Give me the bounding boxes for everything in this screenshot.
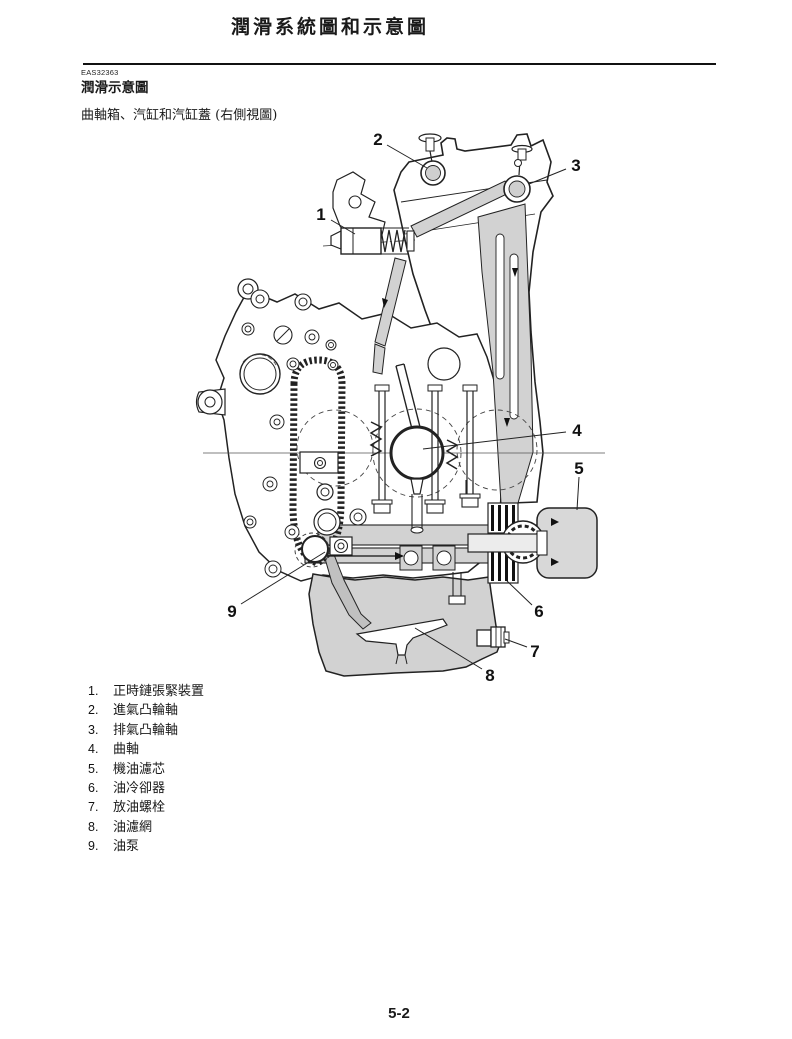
callout-number-6: 6 (534, 602, 543, 621)
callout-layer: 1 2 3 4 5 6 7 8 9 (227, 130, 583, 685)
callout-leader-8 (414, 627, 483, 670)
figure-caption: 曲軸箱、汽缸和汽缸蓋 (右側視圖) (81, 108, 278, 123)
legend-item-number: 1. (88, 684, 99, 698)
oil-drain-bolt-part (476, 626, 510, 648)
chain-tensioner-part (322, 171, 416, 255)
legend-item: 6. 油冷卻器 (88, 779, 428, 798)
legend-item-number: 5. (88, 761, 99, 776)
oil-cooler-part (487, 502, 519, 584)
section-heading: 潤滑示意圖 (81, 80, 149, 96)
legend-item-number: 9. (88, 839, 99, 854)
legend-item-label: 油冷卻器 (113, 780, 166, 796)
oil-strainer-part (355, 618, 448, 656)
cylinder-head-parts (322, 133, 533, 255)
callout-leader-9 (240, 551, 326, 605)
legend-item: 8. 油濾網 (88, 818, 428, 837)
legend-item-number: 4. (88, 742, 99, 757)
callout-leader-6 (506, 580, 533, 606)
legend-item-number: 7. (88, 800, 99, 815)
oil-passages (372, 180, 534, 504)
timing-chain-part (289, 356, 346, 567)
oil-cooler-and-filter (465, 480, 598, 584)
legend-item: 9. 油泵 (88, 837, 428, 856)
crankshaft-area (203, 347, 605, 534)
page-number: 5-2 (388, 1005, 410, 1022)
header-rule (83, 63, 716, 65)
callout-number-3: 3 (571, 156, 580, 175)
legend-item: 5. 機油濾芯 (88, 760, 428, 779)
page-title: 潤滑系統圖和示意圖 (230, 16, 429, 38)
legend-item-label: 機油濾芯 (113, 761, 166, 777)
exhaust-camshaft-part (503, 175, 531, 203)
legend-item-label: 進氣凸輪軸 (113, 703, 179, 719)
callout-leader-1 (330, 219, 356, 235)
callout-number-2: 2 (373, 130, 382, 149)
legend-item: 3. 排氣凸輪軸 (88, 721, 428, 740)
legend-item-label: 排氣凸輪軸 (113, 722, 179, 738)
engine-lubrication-diagram: 1 2 3 4 5 6 7 8 9 (185, 122, 615, 697)
callout-number-4: 4 (572, 421, 582, 440)
engine-diagram-svg: 1 2 3 4 5 6 7 8 9 (195, 130, 605, 685)
cylinder-studs (371, 384, 481, 514)
callout-number-7: 7 (530, 642, 539, 661)
callout-leader-7 (504, 638, 528, 648)
oil-pump-part (294, 532, 353, 568)
crankcase-bolts (197, 278, 367, 578)
callout-number-8: 8 (485, 666, 494, 685)
callout-leader-3 (528, 168, 567, 185)
legend-item: 2. 進氣凸輪軸 (88, 701, 428, 720)
oil-sump-and-galleries (304, 524, 559, 677)
legend-item: 4. 曲軸 (88, 740, 428, 759)
figure-legend: 1. 正時鏈張緊裝置 2. 進氣凸輪軸 3. 排氣凸輪軸 4. 曲軸 5. 機油濾芯 6. 油冷卻器 7… (88, 682, 428, 857)
legend-item: 1. 正時鏈張緊裝置 (88, 682, 428, 701)
legend-item-number: 2. (88, 703, 99, 718)
legend-item-label: 正時鏈張緊裝置 (113, 684, 205, 699)
section-code: EAS32363 (81, 68, 119, 77)
legend-item-number: 8. (88, 819, 99, 834)
legend-item-number: 3. (88, 722, 99, 737)
callout-leader-2 (386, 144, 428, 169)
legend-item: 7. 放油螺栓 (88, 798, 428, 817)
callout-number-9: 9 (227, 602, 236, 621)
legend-item-label: 油泵 (113, 839, 140, 855)
callout-leader-5 (576, 476, 580, 511)
cam-chain-and-oil-pump (289, 356, 353, 568)
legend-item-label: 油濾網 (113, 819, 153, 835)
callout-number-5: 5 (574, 459, 583, 478)
crankshaft-part (389, 425, 445, 481)
callout-leader-4 (422, 431, 567, 450)
intake-camshaft-part (420, 160, 446, 186)
legend-item-label: 曲軸 (113, 742, 140, 758)
callout-number-1: 1 (316, 205, 325, 224)
legend-item-label: 放油螺栓 (113, 800, 166, 816)
legend-item-number: 6. (88, 780, 99, 795)
